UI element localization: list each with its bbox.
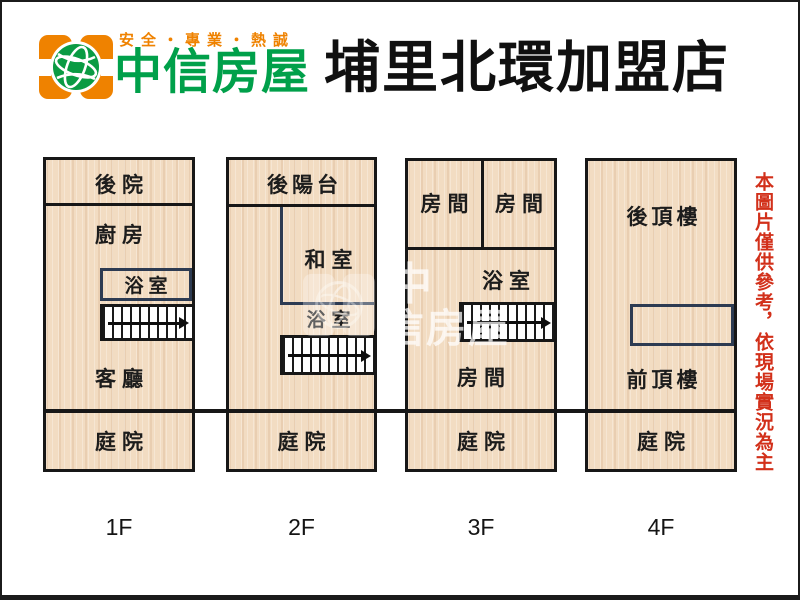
wall	[481, 161, 484, 247]
room-label-tatami: 和室	[304, 247, 359, 272]
room-label-yard: 庭院	[457, 429, 511, 454]
room-label-bath: 浴室	[482, 268, 536, 293]
floor-plan-3f: 房間 房間 浴室 房間 庭院	[405, 158, 557, 472]
room-label-living: 客廳	[95, 366, 149, 391]
wall	[280, 207, 283, 302]
room-label-bedroom-right: 房間	[495, 191, 549, 216]
ground-line	[43, 409, 737, 413]
stairs-arrow-icon	[288, 354, 362, 357]
wall	[408, 247, 554, 250]
floor-label-2f: 2F	[288, 514, 315, 540]
brand-slogan: 安全・專業・熱誠	[119, 32, 296, 49]
stairs-arrow-icon	[467, 321, 542, 324]
wall	[229, 204, 374, 207]
bathroom-box: 浴室	[100, 268, 192, 301]
room-label-back-balcony: 後陽台	[267, 172, 342, 197]
page-title: 埔里北環加盟店	[324, 35, 730, 101]
room-label-bath: 浴室	[124, 275, 173, 297]
brand-logo-icon	[38, 32, 114, 102]
room-label-rear-roof: 後頂樓	[626, 204, 702, 229]
stairs	[459, 302, 554, 342]
wall	[46, 203, 192, 206]
stairs	[100, 304, 192, 341]
room-label-front-roof: 前頂樓	[626, 367, 702, 392]
floor-plan-4f: 後頂樓 前頂樓 庭院	[585, 158, 737, 472]
floor-label-4f: 4F	[647, 514, 675, 540]
floor-label-3f: 3F	[467, 514, 495, 540]
stairs-arrow-icon	[108, 321, 180, 325]
room-label-bedroom: 房間	[457, 365, 511, 390]
room-label-backyard: 後院	[95, 172, 149, 197]
brand-name: 中信房屋	[114, 44, 311, 100]
room-label-yard: 庭院	[277, 429, 332, 454]
floor-plan-2f: 後陽台 和室 浴室 庭院	[226, 157, 377, 472]
room-label-yard: 庭院	[95, 429, 149, 454]
wall	[588, 409, 734, 413]
floor-label-1f: 1F	[105, 514, 133, 540]
room-label-kitchen: 廚房	[95, 222, 149, 247]
stairs	[280, 335, 374, 375]
room-label-bedroom-left: 房間	[420, 191, 475, 216]
wall	[46, 409, 192, 413]
wall	[408, 409, 554, 413]
floor-plan-1f: 後院 廚房 浴室 客廳 庭院	[43, 157, 195, 472]
wall	[229, 409, 374, 413]
room-label-bath: 浴室	[306, 309, 357, 331]
stairwell-opening-box	[630, 304, 734, 346]
disclaimer-text: 本圖片僅供參考，依現場實況為主	[752, 172, 774, 472]
room-label-yard: 庭院	[637, 429, 691, 454]
wall	[280, 302, 374, 305]
